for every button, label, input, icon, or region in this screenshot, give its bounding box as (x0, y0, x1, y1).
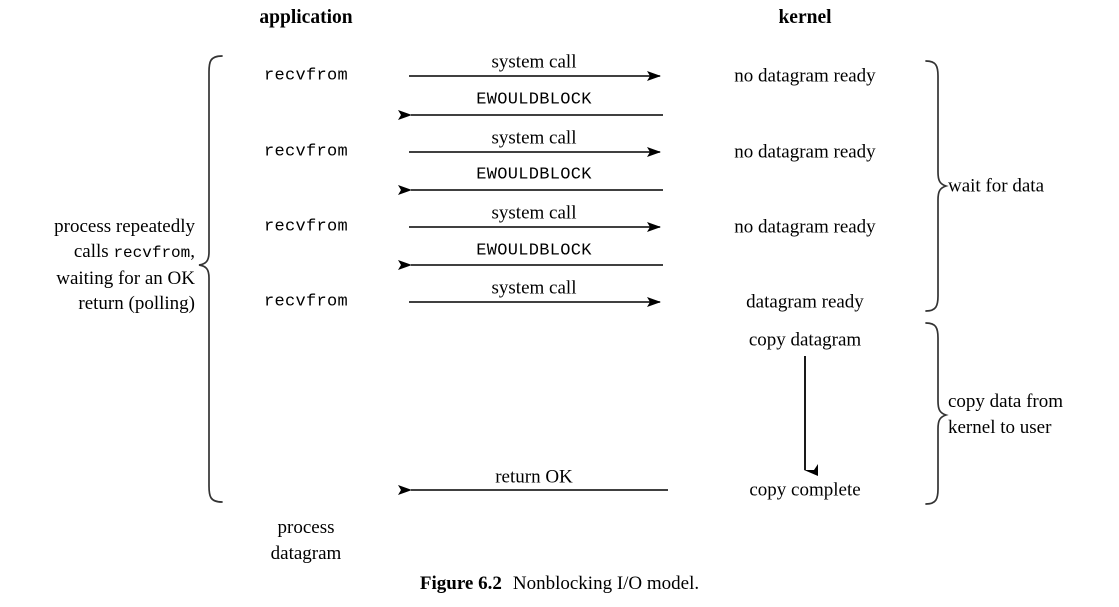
kernel-state-copy-datagram: copy datagram (748, 329, 862, 351)
arrow-label-ewouldblock-2: EWOULDBLOCK (476, 165, 592, 185)
app-call-recvfrom-3: recvfrom (263, 217, 349, 237)
kernel-state-no-datagram-ready-1: no datagram ready (734, 65, 876, 87)
left-annotation-line-2-prefix: calls (73, 241, 114, 262)
left-annotation-line-2: calls recvfrom, (10, 239, 195, 266)
app-call-recvfrom-2: recvfrom (263, 142, 349, 162)
figure-caption-label: Figure 6.2 (419, 573, 502, 594)
right-brace-copy-data-kernel-to-user (925, 322, 949, 505)
brace-label-copy-line-1: copy data from (948, 391, 1064, 412)
app-footer-line-2: datagram (270, 543, 342, 564)
left-annotation: process repeatedly calls recvfrom, waiti… (10, 214, 195, 316)
brace-label-copy-line-2: kernel to user (948, 417, 1052, 438)
figure-caption-text: Nonblocking I/O model. (512, 573, 700, 594)
arrow-label-ewouldblock-3: EWOULDBLOCK (476, 241, 592, 261)
left-brace-process-polling (198, 55, 223, 503)
app-footer-line-1: process (277, 517, 335, 538)
app-footer-process-datagram: process datagram (271, 515, 342, 567)
kernel-state-no-datagram-ready-3: no datagram ready (734, 216, 876, 238)
brace-label-wait-for-data: wait for data (948, 175, 1045, 197)
left-annotation-line-4: return (polling) (78, 293, 195, 314)
app-call-recvfrom-1: recvfrom (263, 66, 349, 86)
arrow-label-system-call-4: system call (491, 277, 577, 299)
column-header-application: application (259, 7, 353, 29)
column-header-kernel: kernel (778, 7, 832, 29)
figure-caption: Figure 6.2 Nonblocking I/O model. (420, 573, 699, 595)
left-annotation-line-3: waiting for an OK (56, 268, 195, 289)
arrow-label-return-ok: return OK (495, 466, 573, 488)
kernel-state-no-datagram-ready-2: no datagram ready (734, 141, 876, 163)
arrow-label-system-call-3: system call (491, 202, 577, 224)
right-brace-wait-for-data (925, 60, 949, 312)
app-call-recvfrom-4: recvfrom (263, 292, 349, 312)
kernel-state-datagram-ready: datagram ready (746, 291, 864, 313)
arrow-label-ewouldblock-1: EWOULDBLOCK (476, 90, 592, 110)
left-annotation-line-2-suffix: , (190, 241, 195, 262)
arrow-label-system-call-2: system call (491, 127, 577, 149)
kernel-state-copy-complete: copy complete (749, 479, 861, 501)
arrow-label-system-call-1: system call (491, 51, 577, 73)
left-annotation-recvfrom-code: recvfrom (113, 244, 191, 262)
brace-label-copy-data-from-kernel-to-user: copy data from kernel to user (948, 389, 1063, 441)
left-annotation-line-1: process repeatedly (54, 216, 195, 237)
